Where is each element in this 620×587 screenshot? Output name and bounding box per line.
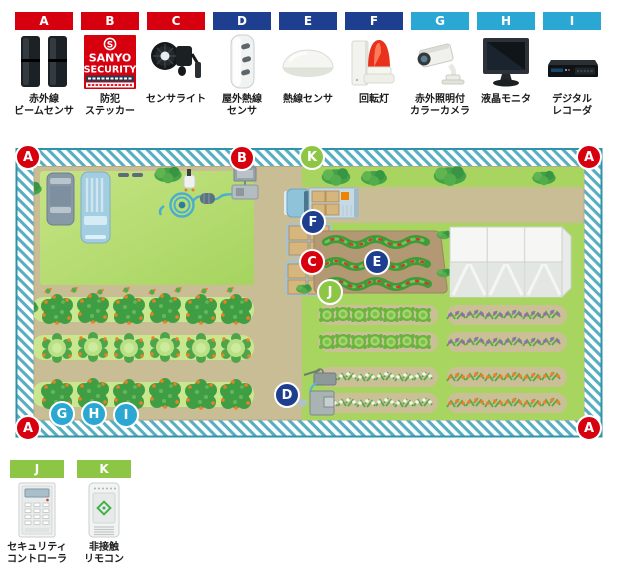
legend-item-D: D 屋外熱線センサ [209, 12, 275, 117]
legend-badge-K: K [77, 460, 131, 478]
map-marker-A: A [15, 144, 41, 170]
legend-badge-G: G [411, 12, 469, 30]
legend-caption-C: センサライト [146, 94, 206, 105]
legend-badge-H: H [477, 12, 535, 30]
legend-item-K: K 非接触リモコン [71, 460, 137, 565]
legend-badge-D: D [213, 12, 271, 30]
legend-badge-C: C [147, 12, 205, 30]
legend-item-A: A 赤外線ビームセンサ [11, 12, 77, 117]
color-camera-icon [407, 30, 473, 94]
legend-badge-B: B [81, 12, 139, 30]
legend-item-C: C センサライト [143, 12, 209, 106]
van [80, 171, 111, 244]
sensor-light-icon [143, 30, 209, 94]
legend-item-J: J セキュリティコントローラ [4, 460, 70, 565]
legend-item-E: E 熱線センサ [275, 12, 341, 106]
map-marker-B: B [229, 145, 255, 171]
rotating-light-icon [341, 30, 407, 94]
legend-badge-F: F [345, 12, 403, 30]
farm-map-drawing [15, 148, 603, 438]
map-marker-A: A [576, 415, 602, 441]
legend-caption-I: デジタルレコーダ [552, 94, 592, 117]
contactless-remote-icon [71, 478, 137, 542]
map-marker-K: K [299, 144, 325, 170]
map-marker-A: A [576, 144, 602, 170]
map-marker-C: C [299, 249, 325, 275]
map-marker-G: G [49, 401, 75, 427]
legend-caption-J: セキュリティコントローラ [7, 542, 67, 565]
svg-text:SECURITY: SECURITY [84, 65, 137, 76]
map-marker-F: F [300, 209, 326, 235]
map-marker-A: A [15, 415, 41, 441]
digital-recorder-icon [539, 30, 605, 94]
map-marker-H: H [81, 401, 107, 427]
legend-item-G: G 赤外照明付カラーカメラ [407, 12, 473, 117]
security-controller-icon [4, 478, 70, 542]
map-marker-I: I [113, 402, 139, 428]
legend-caption-G: 赤外照明付カラーカメラ [410, 94, 470, 117]
map-marker-D: D [274, 382, 300, 408]
outdoor-heat-sensor-icon [209, 30, 275, 94]
legend-item-F: F 回転灯 [341, 12, 407, 106]
legend-caption-A: 赤外線ビームセンサ [14, 94, 74, 117]
legend-caption-F: 回転灯 [359, 94, 389, 105]
legend-caption-E: 熱線センサ [283, 94, 333, 105]
legend-badge-I: I [543, 12, 601, 30]
legend-item-H: H 液晶モニタ [473, 12, 539, 106]
infrared-beam-sensor-icon [11, 30, 77, 94]
legend-caption-B: 防犯ステッカー [85, 94, 135, 117]
legend-badge-A: A [15, 12, 73, 30]
orchard [34, 293, 254, 410]
truck [284, 187, 359, 219]
lcd-monitor-icon [473, 30, 539, 94]
legend-item-I: I デジタルレコーダ [539, 12, 605, 117]
legend-badge-J: J [10, 460, 64, 478]
legend-caption-K: 非接触リモコン [84, 542, 124, 565]
greenhouse [449, 225, 572, 299]
heat-sensor-icon [275, 30, 341, 94]
plank [118, 173, 129, 177]
svg-text:S: S [107, 41, 113, 51]
legend-badge-E: E [279, 12, 337, 30]
legend-caption-D: 屋外熱線センサ [222, 94, 262, 117]
map-marker-E: E [364, 249, 390, 275]
car [46, 172, 75, 226]
plank [132, 173, 143, 177]
vegetable-rows [318, 305, 567, 413]
map-marker-J: J [317, 279, 343, 305]
svg-text:SANYO: SANYO [89, 52, 132, 65]
legend-caption-H: 液晶モニタ [481, 94, 531, 105]
